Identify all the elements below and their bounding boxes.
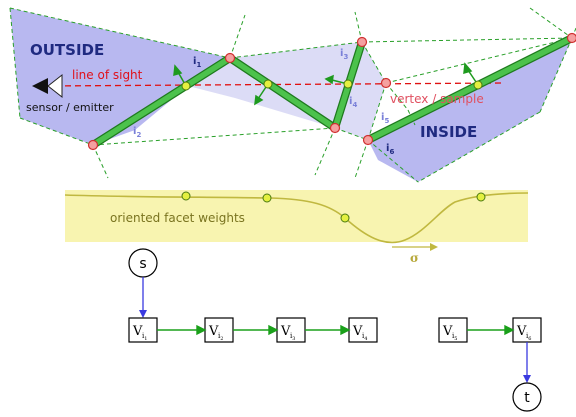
facet-label-i4: i4	[349, 96, 357, 109]
edge	[467, 324, 515, 336]
dash-edge	[314, 127, 336, 176]
node-v-i6: V i6	[512, 317, 542, 343]
svg-text:V: V	[516, 324, 527, 339]
dash-edge	[9, 7, 21, 119]
svg-text:i3: i3	[290, 332, 295, 342]
dash-edge	[19, 117, 94, 146]
weights-band-bg	[65, 190, 528, 242]
weight-sample	[262, 193, 272, 203]
facet-i1	[226, 54, 339, 132]
scene-background	[10, 8, 572, 182]
vertex	[329, 122, 341, 134]
dash-edge	[367, 139, 419, 183]
svg-text:V: V	[132, 324, 143, 339]
weights-band: oriented facet weights σ	[64, 190, 529, 265]
outside-label: OUTSIDE	[30, 41, 104, 59]
dash-edge	[92, 144, 109, 179]
sink-edge-arrowhead	[523, 375, 531, 383]
weights-label: oriented facet weights	[110, 211, 245, 225]
node-v-i3: V i3	[276, 317, 306, 343]
vertex	[87, 139, 99, 151]
line-of-sight-label: line of sight	[72, 68, 143, 82]
sample-point	[473, 80, 483, 90]
node-v-i2: V i2	[204, 317, 234, 343]
sigma-arrow	[392, 243, 438, 251]
svg-text:i6: i6	[526, 332, 531, 342]
edge	[233, 324, 279, 336]
vertex	[224, 52, 236, 64]
light-region	[93, 42, 386, 145]
dash-edge	[229, 41, 363, 59]
dash-edge	[334, 127, 369, 141]
vertex	[356, 36, 368, 48]
svg-text:i4: i4	[362, 332, 367, 342]
dash-edge	[229, 14, 246, 59]
svg-text:i1: i1	[142, 332, 147, 342]
dash-edge	[385, 37, 573, 84]
facet-label-i1: i1	[193, 56, 201, 69]
sample-point	[263, 79, 273, 89]
facet-label-i6: i6	[386, 143, 394, 156]
inside-label: INSIDE	[420, 123, 477, 141]
svg-text:V: V	[208, 324, 219, 339]
dash-edge	[9, 7, 231, 59]
weight-sample	[476, 192, 486, 202]
dash-edge	[361, 37, 573, 43]
sample-point	[343, 79, 353, 89]
source-edge-arrowhead	[139, 310, 147, 318]
sink-label: t	[524, 390, 530, 406]
svg-text:V: V	[280, 324, 291, 339]
dash-edge	[354, 11, 363, 43]
edge	[157, 324, 207, 336]
dash-edge	[367, 82, 387, 141]
weight-sample	[340, 213, 350, 223]
triangulation-lines	[9, 7, 576, 183]
sensor-label: sensor / emitter	[26, 101, 114, 114]
dash-edge	[354, 139, 369, 179]
facet-label-i2: i2	[133, 126, 141, 139]
svg-text:i2: i2	[218, 332, 223, 342]
svg-text:V: V	[442, 324, 453, 339]
vertex-sample-label: vertex / sample	[390, 92, 484, 106]
dash-edge	[529, 7, 573, 39]
dash-edge	[417, 111, 541, 183]
node-v-i5: V i5	[438, 317, 468, 343]
inside-region	[368, 38, 572, 182]
vertex	[566, 32, 576, 44]
dash-edge	[92, 127, 336, 146]
sample-point	[181, 81, 191, 91]
facet-label-i5: i5	[381, 112, 389, 125]
node-v-i1: V i1	[128, 317, 158, 343]
vertices	[87, 32, 576, 151]
vertex	[380, 77, 392, 89]
facet-i5-i6	[364, 34, 576, 144]
edge	[305, 324, 351, 336]
facet-label-i3: i3	[340, 48, 348, 61]
dash-edge	[385, 82, 409, 111]
dash-edge	[361, 41, 387, 84]
sigma-label: σ	[410, 251, 419, 265]
vertex	[362, 134, 374, 146]
samples	[181, 79, 483, 91]
facet-i2	[89, 54, 234, 149]
source-label: s	[139, 256, 146, 272]
sensor-icon	[32, 73, 63, 99]
svg-text:V: V	[352, 324, 363, 339]
node-v-i4: V i4	[348, 317, 378, 343]
chain-edges	[157, 324, 515, 336]
outside-region	[10, 8, 230, 145]
graph: s V i1 V i2 V i3 V i4 V i5	[128, 248, 542, 412]
weight-sample	[181, 191, 191, 201]
sink-node	[512, 382, 542, 412]
svg-text:i5: i5	[452, 332, 457, 342]
